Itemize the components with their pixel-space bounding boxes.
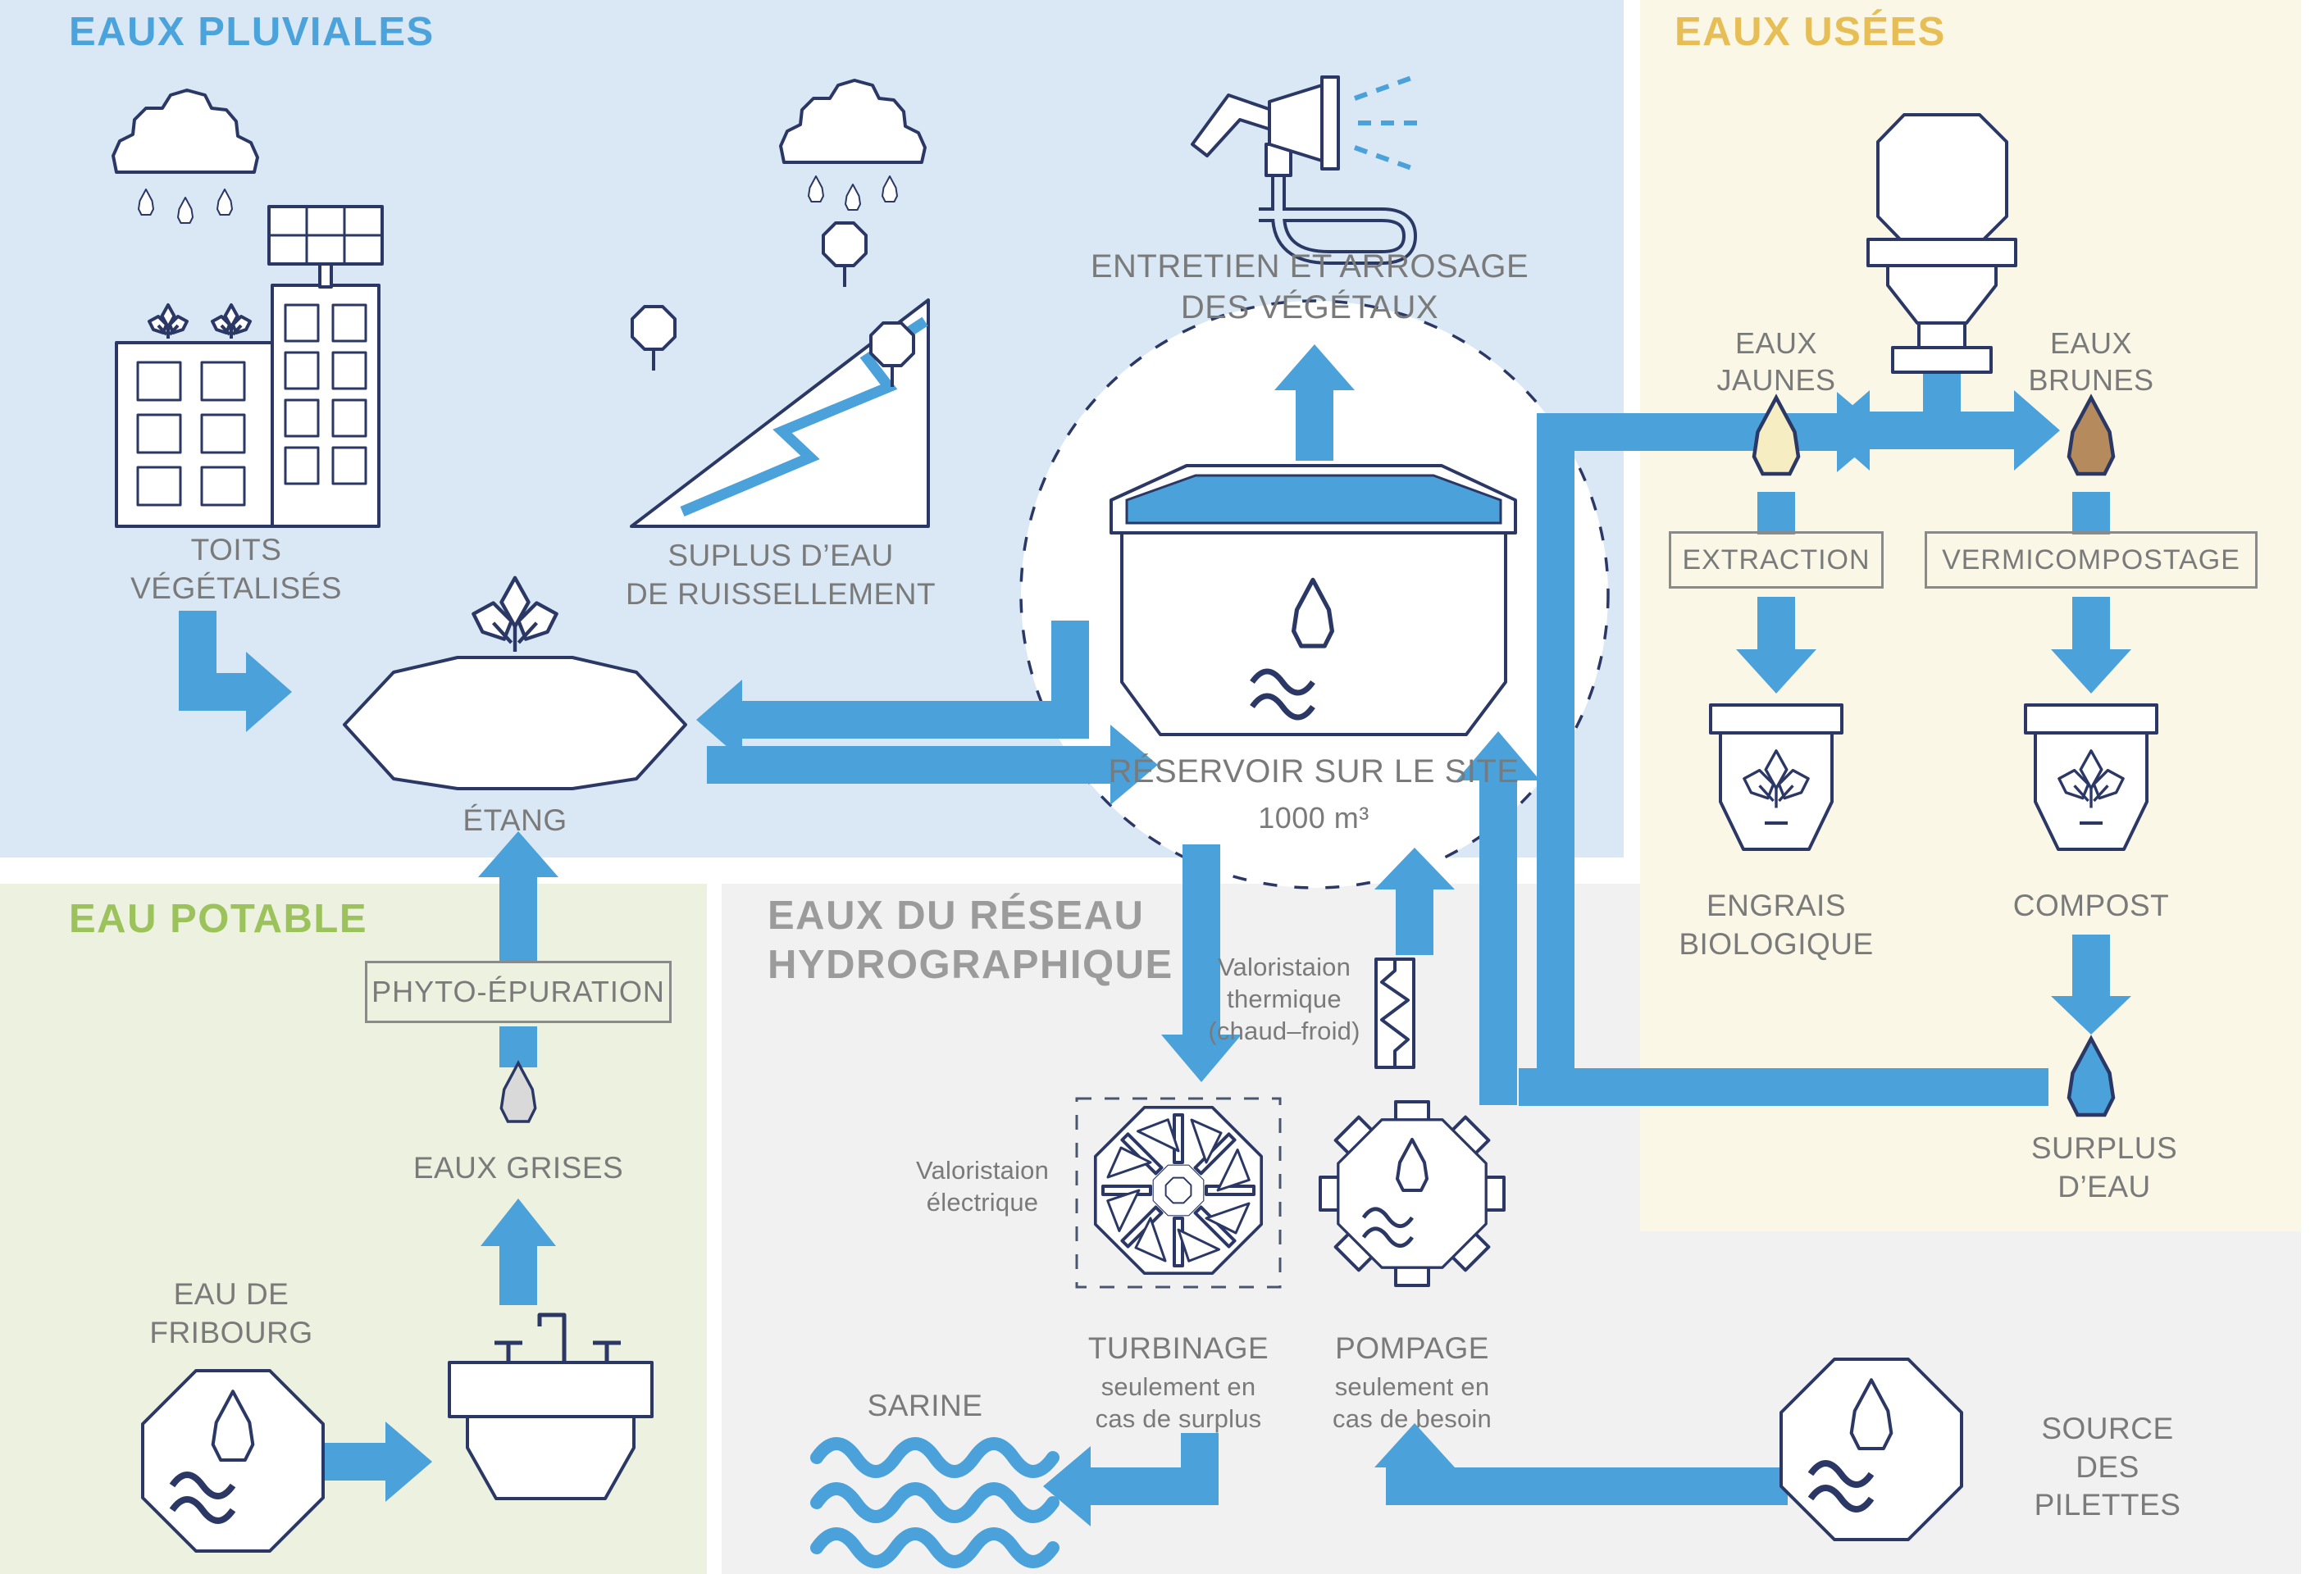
tree-icon bbox=[631, 305, 677, 372]
sink-icon bbox=[448, 1312, 654, 1500]
arrow-thermique-to-reservoir bbox=[1374, 848, 1455, 955]
arrow-toilet-split bbox=[1824, 366, 2060, 471]
label-suplus-ruissellement: SUPLUS D’EAU DE RUISSELLEMENT bbox=[625, 539, 936, 611]
fribourg-water-source-icon bbox=[143, 1371, 323, 1551]
connector-grises-to-phyto bbox=[499, 1026, 537, 1067]
label-pompage: POMPAGE bbox=[1335, 1331, 1489, 1365]
arrow-phyto-to-etang bbox=[478, 831, 558, 962]
fertilizer-bin-icon bbox=[1711, 705, 1842, 849]
heat-exchanger-icon bbox=[1374, 958, 1415, 1069]
roof-plant-icon bbox=[148, 303, 189, 340]
label-pompage-note: seulement en cas de besoin bbox=[1333, 1372, 1492, 1434]
arrow-toits-to-etang bbox=[179, 611, 292, 732]
green-roof-buildings-icon bbox=[115, 205, 384, 528]
brown-water-drop-icon bbox=[2069, 398, 2113, 474]
sprinkler-icon bbox=[1191, 75, 1420, 265]
solar-panel-pole bbox=[318, 262, 333, 289]
turbine-icon bbox=[1093, 1105, 1264, 1276]
label-source-des-pilettes: SOURCE DES PILETTES bbox=[2034, 1412, 2181, 1522]
arrow-fribourg-to-sink bbox=[324, 1422, 432, 1502]
rain-cloud-2-icon bbox=[779, 79, 927, 211]
label-eaux-grises: EAUX GRISES bbox=[412, 1151, 624, 1185]
compost-bin-icon bbox=[2026, 705, 2157, 849]
connector-jaunes-to-extraction bbox=[1757, 492, 1795, 535]
spray-icon bbox=[1353, 75, 1420, 171]
arrow-ruissellement-to-etang bbox=[696, 621, 1089, 760]
section-title-eaux-usees: EAUX USÉES bbox=[1675, 10, 1946, 54]
box-vermicompostage: VERMICOMPOSTAGE bbox=[1925, 531, 2258, 589]
label-valorisation-electrique: Valoristaion électrique bbox=[915, 1156, 1050, 1217]
arrow-source-to-pompage bbox=[1374, 1423, 1788, 1505]
label-eau-de-fribourg: EAU DE FRIBOURG bbox=[149, 1277, 313, 1349]
section-title-reseau: EAUX DU RÉSEAU HYDROGRAPHIQUE bbox=[768, 894, 1173, 987]
arrow-turbinage-to-sarine bbox=[1043, 1433, 1219, 1526]
arrow-extraction-to-engrais bbox=[1736, 597, 1816, 694]
label-reservoir: RÉSERVOIR SUR LE SITE bbox=[1108, 753, 1520, 789]
label-reservoir-capacity: 1000 m³ bbox=[1258, 801, 1369, 835]
yellow-water-drop-icon bbox=[1754, 398, 1798, 474]
toilet-icon bbox=[1866, 113, 2017, 374]
label-eaux-brunes: EAUX BRUNES bbox=[2028, 326, 2154, 398]
roof-plant-icon bbox=[211, 303, 252, 340]
pump-gear-icon bbox=[1319, 1100, 1506, 1287]
arrow-reservoir-to-turbinage bbox=[1161, 844, 1242, 1082]
arrow-reservoir-to-toilet bbox=[1537, 392, 1884, 1105]
arrow-etang-to-reservoir bbox=[707, 725, 1158, 805]
arrow-surplus-to-reservoir bbox=[1456, 731, 1540, 1105]
section-title-eaux-pluviales: EAUX PLUVIALES bbox=[69, 10, 435, 54]
runoff-hill-icon bbox=[630, 221, 930, 528]
reservoir-water bbox=[1125, 474, 1502, 525]
label-valorisation-thermique: Valoristaion thermique (chaud–froid) bbox=[1208, 953, 1360, 1046]
label-etang: ÉTANG bbox=[463, 803, 567, 837]
arrow-vermicompostage-to-compost bbox=[2051, 597, 2131, 694]
sarine-river-icon bbox=[810, 1437, 1059, 1568]
reservoir-tank-icon bbox=[1110, 464, 1517, 736]
label-entretien-arrosage: ENTRETIEN ET ARROSAGE DES VÉGÉTAUX bbox=[1090, 248, 1529, 326]
rain-cloud-icon bbox=[112, 89, 259, 224]
pilettes-spring-icon bbox=[1781, 1359, 1962, 1540]
label-surplus-eau: SURPLUS D’EAU bbox=[2030, 1131, 2178, 1203]
label-turbinage-note: seulement en cas de surplus bbox=[1095, 1372, 1262, 1434]
label-sarine: SARINE bbox=[867, 1389, 983, 1422]
label-compost: COMPOST bbox=[2012, 889, 2170, 922]
box-phyto-epuration: PHYTO-ÉPURATION bbox=[365, 961, 672, 1023]
arrow-compost-to-surplus bbox=[2051, 935, 2131, 1035]
section-title-eau-potable: EAU POTABLE bbox=[69, 897, 368, 941]
arrow-reservoir-to-arrosage bbox=[1274, 344, 1355, 461]
tree-icon bbox=[822, 221, 868, 289]
arrow-sink-to-grises bbox=[481, 1199, 556, 1305]
connector-brunes-to-vermicompostage bbox=[2072, 492, 2110, 535]
pond-plant-icon bbox=[473, 578, 556, 652]
label-turbinage: TURBINAGE bbox=[1087, 1331, 1269, 1365]
grey-water-drop-icon bbox=[499, 1061, 537, 1123]
label-toits-vegetalises: TOITS VÉGÉTALISÉS bbox=[130, 533, 342, 605]
label-engrais-biologique: ENGRAIS BIOLOGIQUE bbox=[1679, 889, 1874, 961]
box-extraction: EXTRACTION bbox=[1669, 531, 1884, 589]
surplus-water-drop-icon bbox=[2069, 1039, 2113, 1115]
label-eaux-jaunes: EAUX JAUNES bbox=[1716, 326, 1836, 398]
pond-icon bbox=[343, 578, 687, 790]
bar-surplus-return bbox=[1519, 1068, 2048, 1106]
